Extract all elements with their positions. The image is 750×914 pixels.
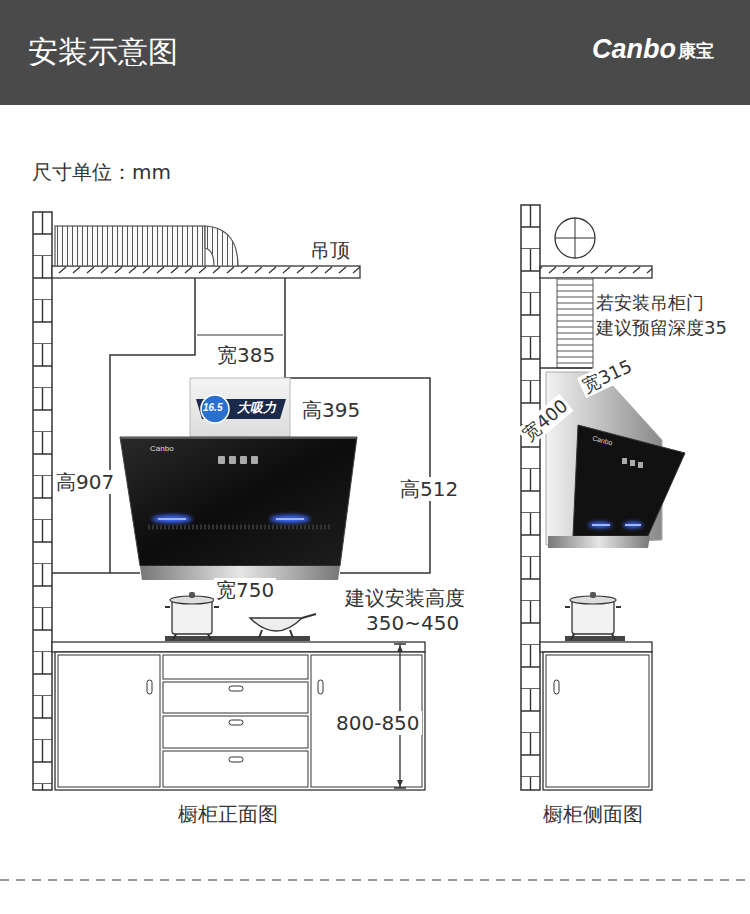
brand-logo-cn: 康宝 — [678, 40, 714, 62]
width-dimension: 宽315 — [577, 354, 637, 397]
side-note: 若安装吊柜门 — [594, 292, 706, 314]
ceiling-label: 吊顶 — [308, 238, 352, 262]
height-dimension: 高395 — [300, 398, 362, 422]
install-note: 350~450 — [364, 611, 461, 635]
hood-logo: Canbo — [591, 434, 613, 447]
hood-logo: Canbo — [150, 444, 174, 454]
brand-logo: Canbo — [592, 33, 676, 65]
view-caption: 橱柜正面图 — [178, 802, 278, 826]
unit-note: 尺寸单位：mm — [30, 160, 173, 184]
view-caption: 橱柜侧面图 — [543, 802, 643, 826]
width-dimension: 宽750 — [214, 578, 276, 602]
height-dimension: 高907 — [54, 470, 116, 494]
width-dimension: 宽400 — [516, 394, 573, 447]
page-title: 安装示意图 — [28, 34, 178, 70]
side-note: 建议预留深度35 — [594, 317, 729, 339]
width-dimension: 宽385 — [215, 343, 277, 367]
install-note: 建议安装高度 — [343, 586, 467, 610]
height-dimension: 高512 — [398, 477, 460, 501]
badge-slogan: 大吸力 — [237, 400, 276, 416]
badge-number: 16.5 — [203, 402, 222, 414]
height-dimension: 800-850 — [334, 711, 422, 735]
